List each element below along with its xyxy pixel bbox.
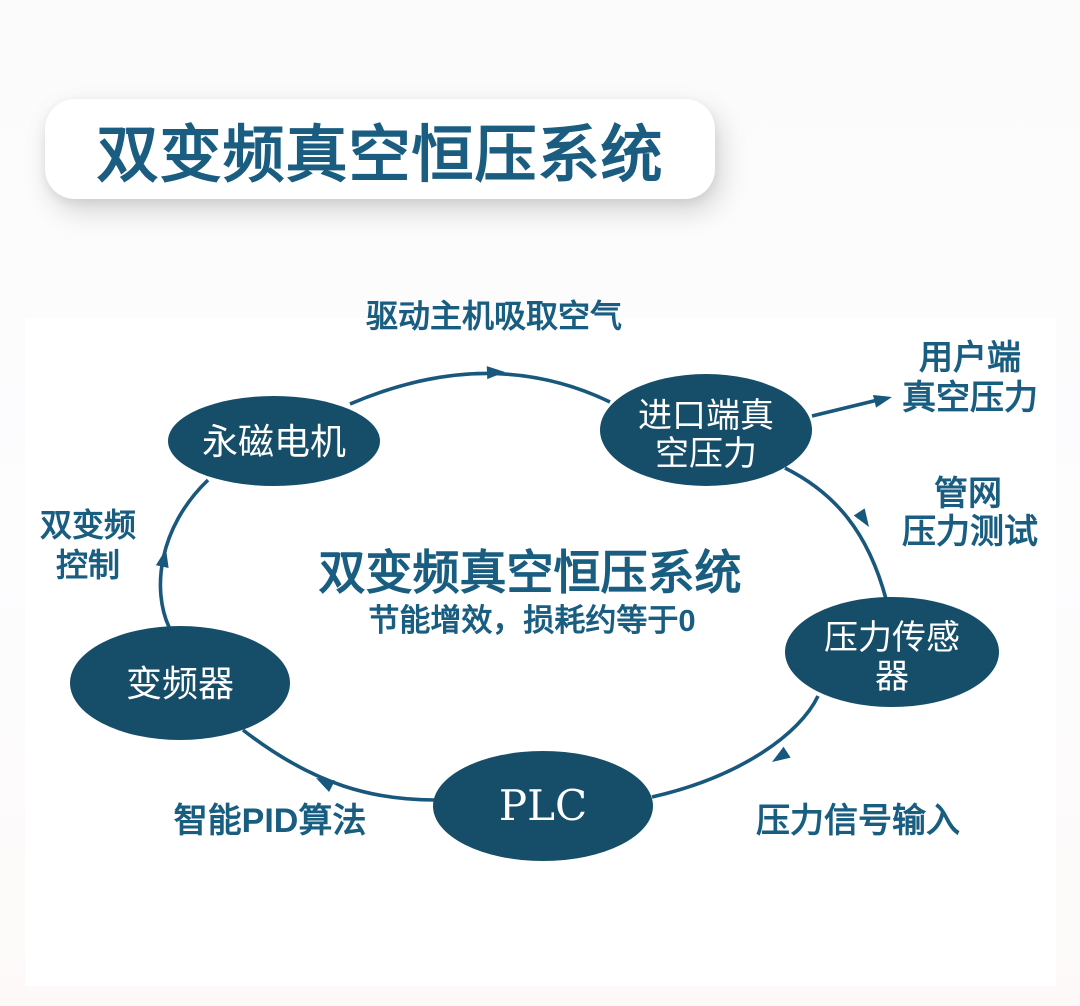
node-ellipse-inlet <box>600 374 812 486</box>
arrow-head-bottom-right <box>772 746 791 762</box>
node-ellipse-sensor <box>785 597 999 707</box>
flow-arcs <box>158 371 888 802</box>
arc-sensor-to-plc <box>651 695 820 799</box>
arc-motor-to-inlet <box>349 371 611 406</box>
label-pressure-signal: 压力信号输入 <box>756 802 960 840</box>
node-label-inverter: 变频器 <box>126 664 234 705</box>
label-drive-air: 驱动主机吸取空气 <box>366 298 622 334</box>
node-label-motor: 永磁电机 <box>202 422 346 463</box>
node-ellipse-motor <box>168 396 380 486</box>
node-ellipse-plc <box>433 751 653 861</box>
node-label-sensor-line2: 器 <box>875 657 909 697</box>
node-label-inlet-line2: 空压力 <box>655 434 757 474</box>
node-ellipse-inverter <box>70 626 290 740</box>
node-label-sensor-line1: 压力传感 <box>824 618 960 658</box>
label-user-vacuum-line1: 用户端 <box>919 339 1021 377</box>
label-pid-algorithm: 智能PID算法 <box>174 802 367 840</box>
arc-plc-to-inverter <box>241 728 436 802</box>
arrow-head-right <box>853 508 869 527</box>
arc-inverter-to-motor <box>158 478 210 628</box>
label-user-vacuum-line2: 真空压力 <box>902 379 1038 417</box>
label-dual-vfd-line2: 控制 <box>56 547 120 583</box>
diagram-center-subtitle: 节能增效，损耗约等于0 <box>368 603 695 638</box>
arrow-head-bottom-left <box>316 778 335 792</box>
node-label-plc: PLC <box>499 781 587 830</box>
page-title: 双变频真空恒压系统 <box>96 121 664 190</box>
arrow-heads <box>155 366 892 792</box>
arrow-line-inlet-to-user <box>811 396 887 418</box>
arc-inlet-to-sensor <box>784 466 888 600</box>
node-label-inlet-line1: 进口端真 <box>638 396 774 436</box>
arrow-head-top <box>486 366 505 380</box>
label-dual-vfd-line1: 双变频 <box>40 507 136 543</box>
outer-labels: 驱动主机吸取空气 用户端 真空压力 管网 压力测试 压力信号输入 智能PID算法… <box>40 298 1038 840</box>
arrow-head-user <box>872 395 892 408</box>
diagram-nodes: 永磁电机 进口端真 空压力 压力传感 器 PLC 变频器 <box>70 374 999 861</box>
title-banner: 双变频真空恒压系统 <box>45 99 715 199</box>
diagram-center-title: 双变频真空恒压系统 <box>319 546 742 599</box>
label-pipe-test-line2: 压力测试 <box>902 513 1038 551</box>
arrow-head-left <box>155 549 169 568</box>
label-pipe-test-line1: 管网 <box>934 475 1002 513</box>
